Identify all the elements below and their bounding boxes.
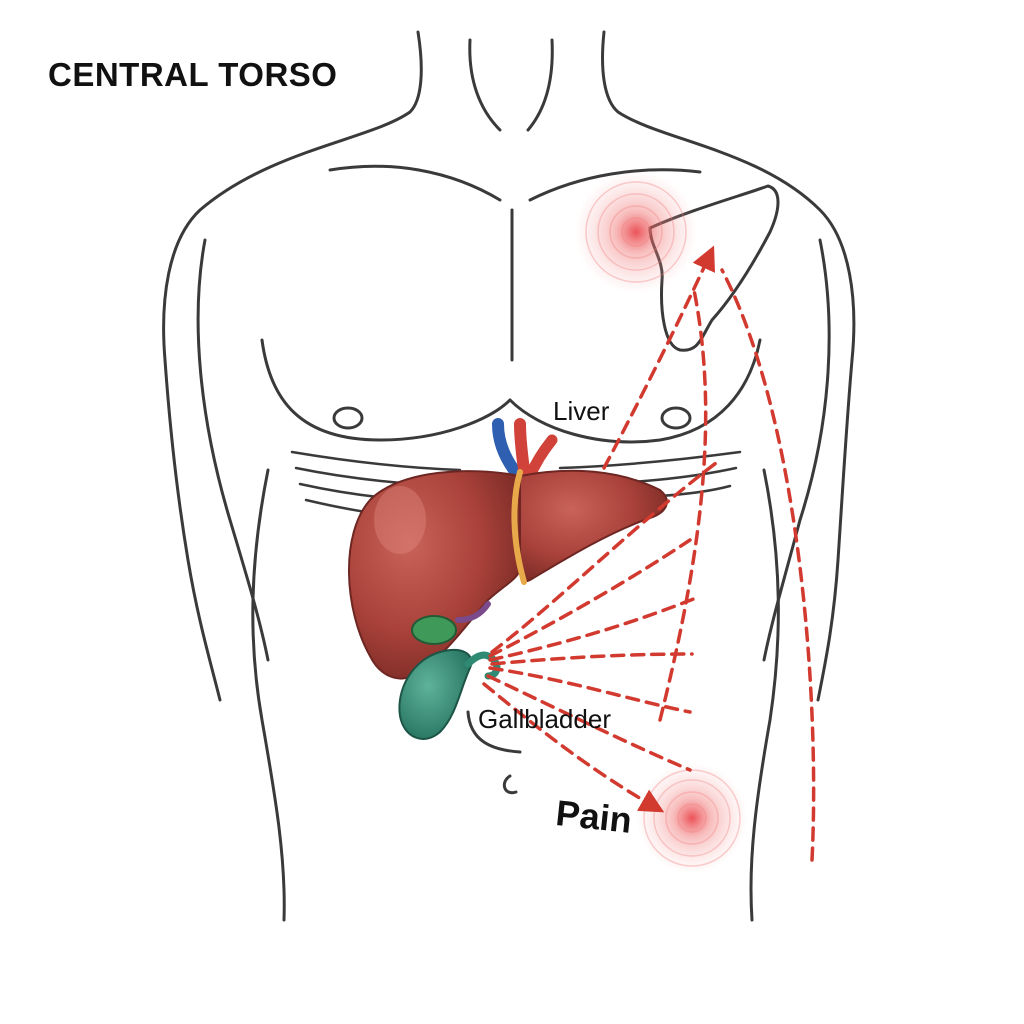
waist-curve — [466, 710, 522, 754]
rib-line-1 — [290, 450, 462, 472]
page-title: CENTRAL TORSO — [48, 56, 338, 93]
collarbone-right — [528, 168, 702, 202]
right-nipple — [660, 406, 692, 430]
ray-1 — [488, 538, 692, 658]
bile-duct — [455, 601, 491, 623]
liver-label: Liver — [553, 396, 610, 426]
pain-glow-abdomen-icon — [636, 762, 748, 874]
navel — [502, 774, 518, 795]
neck-right — [601, 30, 856, 362]
liver-highlight — [374, 486, 426, 554]
ray-3 — [490, 652, 694, 666]
left-flank — [251, 468, 286, 922]
right-arm-outer — [816, 358, 854, 702]
rib-line-7 — [658, 484, 732, 498]
neck-crease-left — [468, 38, 502, 132]
shoulder-ring-4 — [585, 181, 687, 283]
right-flank — [749, 468, 780, 922]
arrow-to-shoulder-2 — [658, 288, 708, 722]
ray-7 — [490, 458, 722, 654]
gallbladder-label: Gallbladder — [478, 704, 611, 734]
rib-line-5 — [558, 450, 742, 470]
liver-left-lobe — [519, 469, 668, 583]
artery-branch — [524, 434, 558, 482]
shoulder-ring-3 — [597, 193, 675, 271]
shoulder-ring-2 — [609, 205, 663, 259]
pain-label: Pain — [553, 792, 634, 841]
pain-glow-shoulder-icon — [574, 170, 698, 294]
right-arm-inner — [762, 238, 831, 662]
liver-right-lobe — [348, 470, 521, 680]
ray-6 — [482, 682, 665, 813]
abdomen-ring-3 — [653, 779, 731, 857]
left-nipple — [332, 406, 364, 430]
liver-organ — [348, 469, 668, 680]
pain-glow-shoulder-rings — [585, 181, 687, 283]
chest-left — [260, 338, 512, 442]
vein-vessel — [492, 418, 520, 476]
collarbone-left — [328, 164, 502, 202]
abdomen-ring-2 — [665, 791, 719, 845]
arrow-to-shoulder-3 — [720, 268, 816, 862]
left-arm-inner — [196, 238, 270, 662]
shoulder-ring-1 — [621, 217, 651, 247]
ray-5 — [486, 674, 692, 772]
arrow-to-shoulder-1 — [602, 245, 715, 470]
ray-2 — [488, 596, 698, 662]
abdomen-ring-1 — [677, 803, 707, 833]
neck-left — [162, 30, 423, 362]
ray-4 — [488, 666, 692, 714]
chest-right — [508, 338, 762, 444]
artery-vessel — [514, 418, 530, 476]
falciform-ligament — [511, 469, 527, 585]
referred-pain-arrows — [482, 245, 816, 862]
abdomen-ring-4 — [643, 769, 741, 867]
pain-glow-abdomen-rings — [643, 769, 741, 867]
gallbladder-organ — [398, 615, 501, 740]
left-arm-outer — [163, 358, 222, 702]
body-outline — [162, 30, 856, 922]
cystic-sac — [411, 615, 457, 645]
neck-crease-right — [526, 38, 554, 132]
